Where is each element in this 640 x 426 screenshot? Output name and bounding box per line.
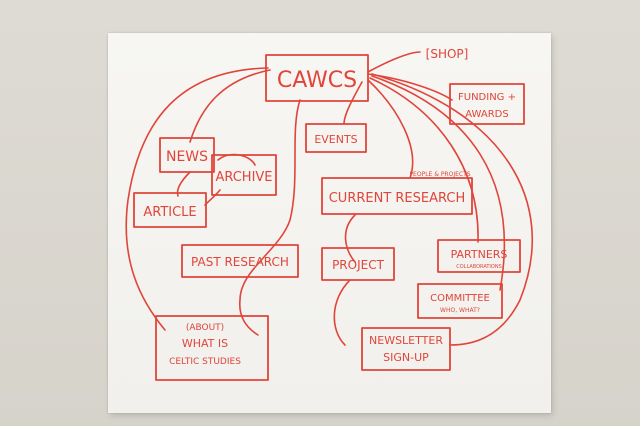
- node-funding-line1: FUNDING +: [458, 92, 516, 103]
- node-newsletter: NEWSLETTER SIGN-UP: [361, 327, 451, 371]
- node-partners: PARTNERS COLLABORATIONS: [437, 239, 521, 273]
- node-celtic-line1: (ABOUT): [186, 323, 224, 333]
- node-celtic-line2: WHAT IS: [182, 337, 228, 350]
- node-funding: FUNDING + AWARDS: [449, 83, 525, 125]
- node-shop: [SHOP]: [426, 47, 469, 61]
- node-archive: ARCHIVE: [211, 154, 277, 196]
- node-project-label: PROJECT: [332, 258, 385, 272]
- node-events-label: EVENTS: [314, 133, 357, 146]
- node-committee-label: COMMITTEE: [430, 293, 490, 304]
- node-article-label: ARTICLE: [143, 205, 196, 220]
- node-newsletter-line1: NEWSLETTER: [369, 334, 443, 347]
- node-past-research: PAST RESEARCH: [181, 244, 299, 278]
- node-current-research-label: CURRENT RESEARCH: [329, 191, 466, 206]
- node-cawcs-label: CAWCS: [277, 68, 357, 93]
- node-project: PROJECT: [321, 247, 395, 281]
- node-events: EVENTS: [305, 123, 367, 153]
- node-partners-label: PARTNERS: [451, 248, 508, 261]
- node-archive-label: ARCHIVE: [215, 170, 272, 185]
- node-article: ARTICLE: [133, 192, 207, 228]
- node-news: NEWS: [159, 137, 215, 173]
- connector-lines: [125, 51, 534, 346]
- node-celtic-studies: (ABOUT) WHAT IS CELTIC STUDIES: [155, 315, 269, 381]
- node-partners-note: COLLABORATIONS: [456, 264, 502, 270]
- node-celtic-line3: CELTIC STUDIES: [169, 357, 241, 367]
- node-news-label: NEWS: [166, 149, 208, 165]
- node-newsletter-line2: SIGN-UP: [383, 351, 429, 364]
- node-shop-label: [SHOP]: [426, 47, 469, 61]
- node-current-research-note: PEOPLE & PROJECTS: [409, 171, 470, 178]
- node-committee: COMMITTEE WHO, WHAT?: [417, 283, 503, 319]
- node-funding-line2: AWARDS: [465, 109, 508, 120]
- node-past-research-label: PAST RESEARCH: [191, 255, 289, 269]
- node-committee-note: WHO, WHAT?: [440, 307, 480, 314]
- node-cawcs: CAWCS: [265, 54, 369, 102]
- node-current-research: PEOPLE & PROJECTS CURRENT RESEARCH: [321, 171, 473, 215]
